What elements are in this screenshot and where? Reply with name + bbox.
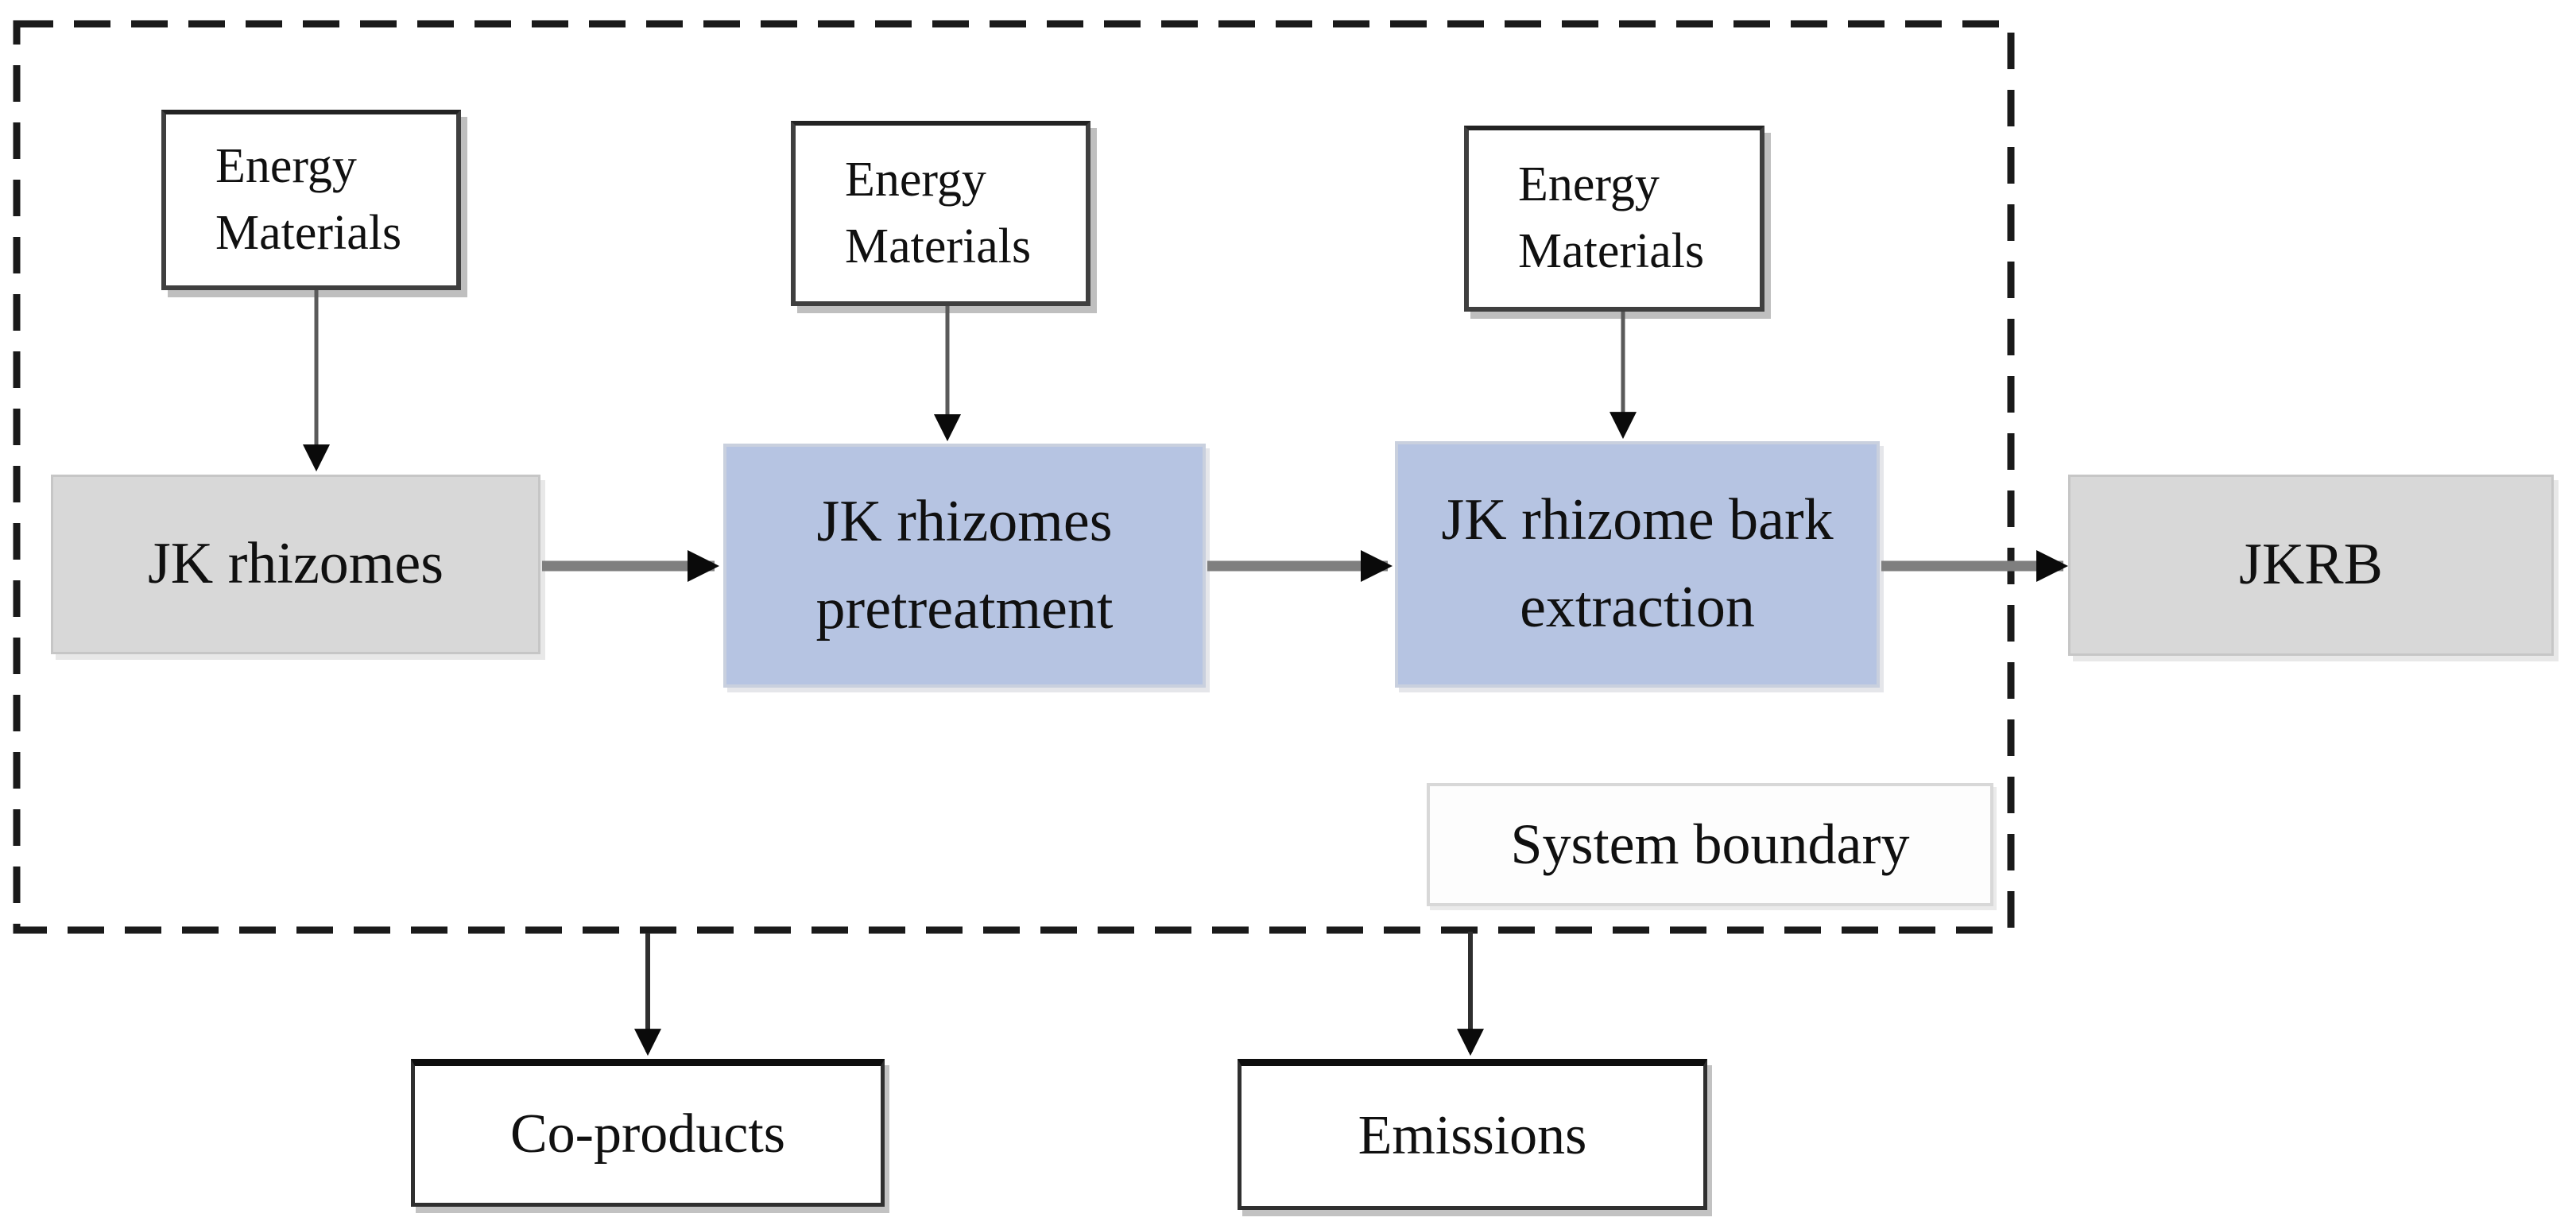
co-products-box: Co-products (411, 1059, 885, 1207)
energy-materials-label-3: Energy Materials (1518, 157, 1705, 278)
system-boundary-label-box: System boundary (1427, 783, 1993, 906)
extraction-box: JK rhizome bark extraction (1395, 441, 1880, 688)
pretreatment-label: JK rhizomes pretreatment (815, 488, 1114, 642)
jk-rhizomes-box: JK rhizomes (51, 475, 540, 654)
extraction-label: JK rhizome bark extraction (1441, 487, 1834, 640)
emissions-label: Emissions (1358, 1105, 1587, 1166)
system-boundary-label: System boundary (1510, 812, 1910, 876)
emissions-box: Emissions (1238, 1059, 1707, 1210)
co-products-label: Co-products (509, 1103, 786, 1165)
pretreatment-box: JK rhizomes pretreatment (723, 444, 1206, 688)
energy-materials-box-1: Energy Materials (161, 110, 461, 290)
energy-materials-box-2: Energy Materials (791, 121, 1090, 306)
energy-materials-label-1: Energy Materials (215, 138, 402, 260)
energy-materials-box-3: Energy Materials (1464, 126, 1764, 312)
jk-rhizomes-label: JK rhizomes (148, 531, 444, 597)
jkrb-label: JKRB (2239, 532, 2383, 598)
energy-materials-label-2: Energy Materials (845, 152, 1032, 273)
jkrb-box: JKRB (2068, 475, 2554, 656)
